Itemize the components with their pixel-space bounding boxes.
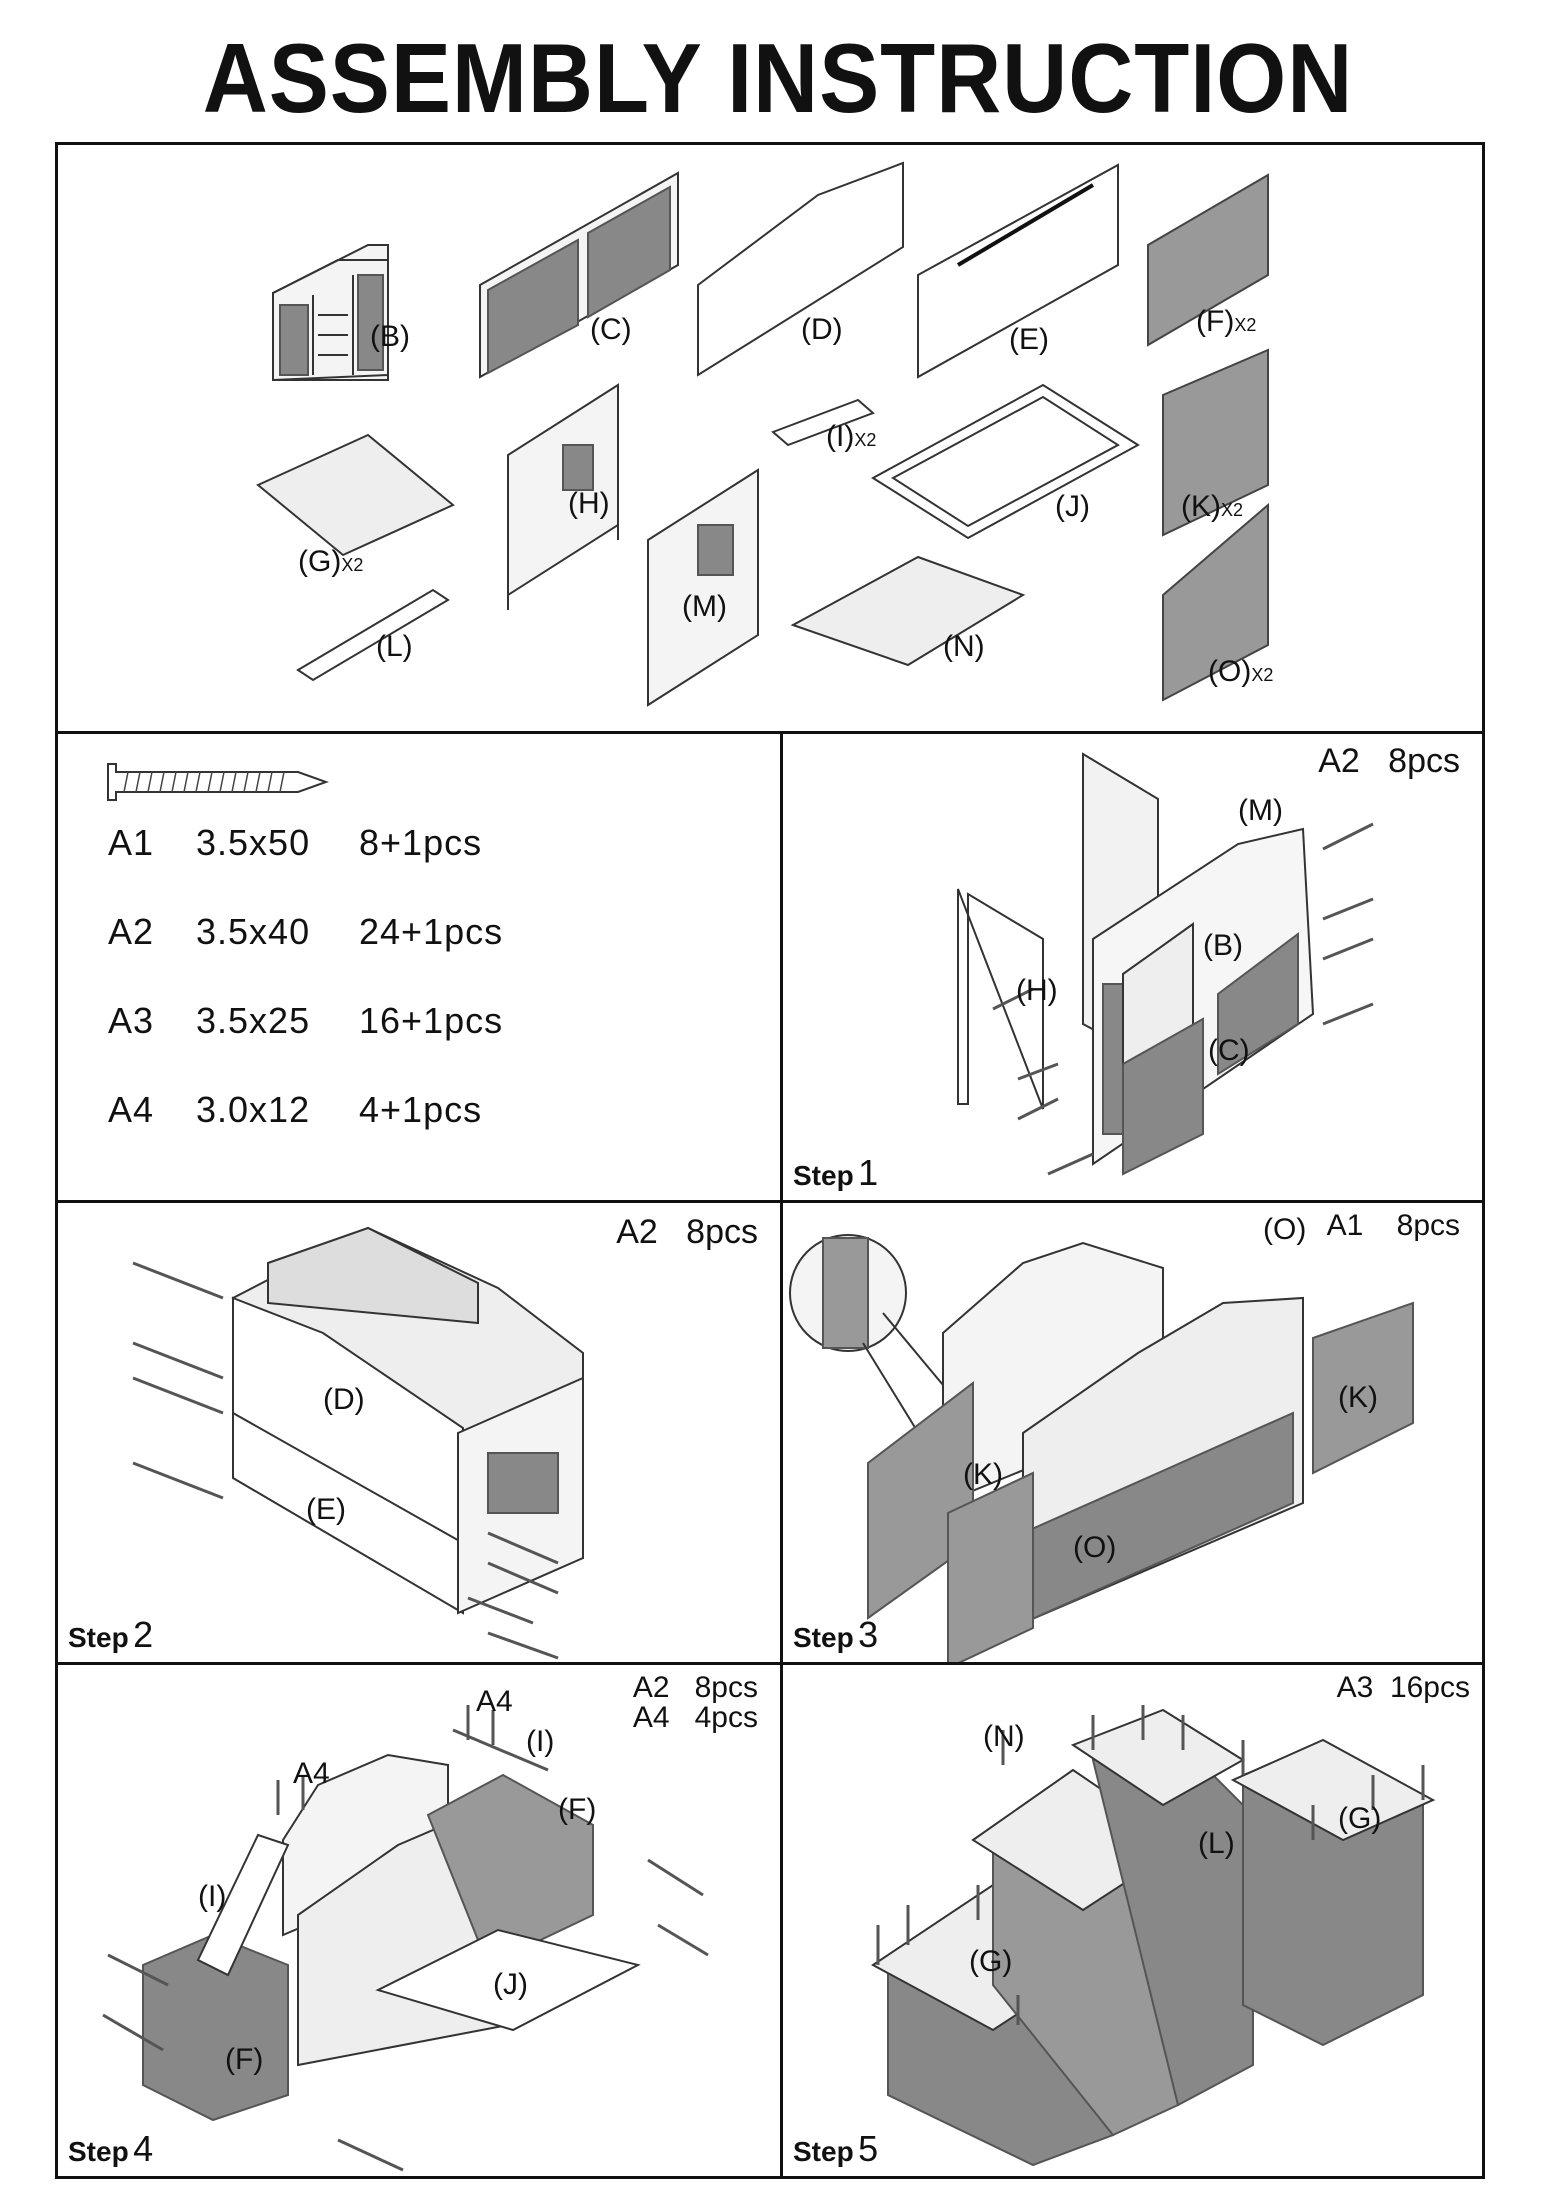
part-label-h: (H) bbox=[568, 487, 610, 520]
step-3-label-o-top: (O) bbox=[1263, 1213, 1307, 1246]
step-2-title: Step 2 bbox=[68, 1614, 154, 1655]
step-2-illustration bbox=[132, 1226, 584, 1660]
screw-icon bbox=[107, 763, 329, 801]
part-e-drawing bbox=[917, 163, 1119, 379]
part-c-drawing bbox=[479, 171, 679, 379]
part-o-drawing bbox=[1162, 502, 1269, 702]
part-label-e: (E) bbox=[1009, 323, 1049, 356]
part-label-k: (K)X2 bbox=[1181, 490, 1244, 523]
part-label-m: (M) bbox=[682, 590, 727, 623]
step-1-title: Step 1 bbox=[793, 1152, 879, 1193]
step-5-label-n: (N) bbox=[983, 1720, 1025, 1753]
step-3-title: Step 3 bbox=[793, 1614, 879, 1655]
step-5-illustration bbox=[871, 1705, 1436, 2167]
parts-illustration bbox=[256, 161, 1269, 707]
part-k-drawing bbox=[1162, 348, 1269, 537]
part-label-f: (F)X2 bbox=[1196, 305, 1257, 338]
step-3-panel: A1 8pcs (O) (K) (K) (O) Step 3 bbox=[780, 1200, 1485, 1665]
part-i-drawing bbox=[771, 398, 875, 447]
step-3-label-k-right: (K) bbox=[1338, 1381, 1379, 1414]
step-2-label-d: (D) bbox=[323, 1383, 365, 1416]
step-3-label-o-bottom: (O) bbox=[1073, 1531, 1117, 1564]
part-label-n: (N) bbox=[943, 630, 985, 663]
step-4-label-i-top: (I) bbox=[526, 1725, 555, 1758]
step-1-label-c: (C) bbox=[1208, 1034, 1250, 1067]
part-f-drawing bbox=[1147, 173, 1269, 347]
step-3-hardware: A1 8pcs bbox=[1326, 1209, 1460, 1242]
page-title: ASSEMBLY INSTRUCTION bbox=[202, 23, 1354, 133]
step-4-label-a4-top: A4 bbox=[476, 1685, 513, 1718]
step-4-label-j: (J) bbox=[493, 1968, 528, 2001]
step-1-panel: A2 8pcs (M) (B) (H) (C) Step 1 bbox=[780, 731, 1485, 1203]
part-label-l: (L) bbox=[376, 630, 413, 663]
part-m-drawing bbox=[647, 468, 759, 707]
part-label-c: (C) bbox=[590, 313, 632, 346]
part-d-drawing bbox=[697, 161, 904, 377]
part-g-drawing bbox=[256, 433, 455, 557]
part-j-drawing bbox=[871, 383, 1140, 540]
step-4-illustration bbox=[102, 1705, 709, 2172]
step-5-label-g-left: (G) bbox=[969, 1945, 1013, 1978]
step-1-label-h: (H) bbox=[1016, 974, 1058, 1007]
step-1-label-m: (M) bbox=[1238, 794, 1283, 827]
parts-panel: (B) (C) (D) (E) (F)X2 (G)X2 (H) (I)X2 (J… bbox=[55, 142, 1485, 734]
step-5-label-l: (L) bbox=[1198, 1827, 1235, 1860]
part-label-o: (O)X2 bbox=[1208, 655, 1274, 688]
step-4-label-f-left: (F) bbox=[225, 2043, 264, 2076]
part-l-drawing bbox=[296, 588, 450, 682]
step-5-hardware: A3 16pcs bbox=[1336, 1671, 1470, 1704]
part-label-j: (J) bbox=[1055, 490, 1090, 523]
step-4-label-a4-left: A4 bbox=[293, 1757, 330, 1790]
part-n-drawing bbox=[790, 555, 1026, 667]
step-1-illustration bbox=[957, 752, 1374, 1176]
part-label-b: (B) bbox=[370, 320, 410, 353]
step-5-title: Step 5 bbox=[793, 2128, 879, 2169]
step-2-label-e: (E) bbox=[306, 1493, 347, 1526]
step-2-hardware: A2 8pcs bbox=[616, 1213, 758, 1251]
step-1-hardware: A2 8pcs bbox=[1318, 742, 1460, 780]
step-5-label-g-right: (G) bbox=[1338, 1802, 1382, 1835]
part-label-g: (G)X2 bbox=[298, 545, 364, 578]
part-b-drawing bbox=[272, 244, 389, 382]
part-label-i: (I)X2 bbox=[826, 420, 877, 453]
step-4-label-f-right: (F) bbox=[558, 1793, 597, 1826]
step-1-label-b: (B) bbox=[1203, 929, 1244, 962]
step-2-panel: A2 8pcs (D) (E) Step 2 bbox=[55, 1200, 783, 1665]
step-5-panel: A3 16pcs (N) (L) (G) (G) Step 5 bbox=[780, 1662, 1485, 2179]
step-3-label-k-left: (K) bbox=[963, 1458, 1004, 1491]
step-4-title: Step 4 bbox=[68, 2128, 154, 2169]
step-4-label-i-ladder: (I) bbox=[198, 1880, 227, 1913]
step-3-illustration bbox=[789, 1234, 1414, 1662]
part-label-d: (D) bbox=[801, 313, 843, 346]
part-h-drawing bbox=[507, 383, 619, 610]
